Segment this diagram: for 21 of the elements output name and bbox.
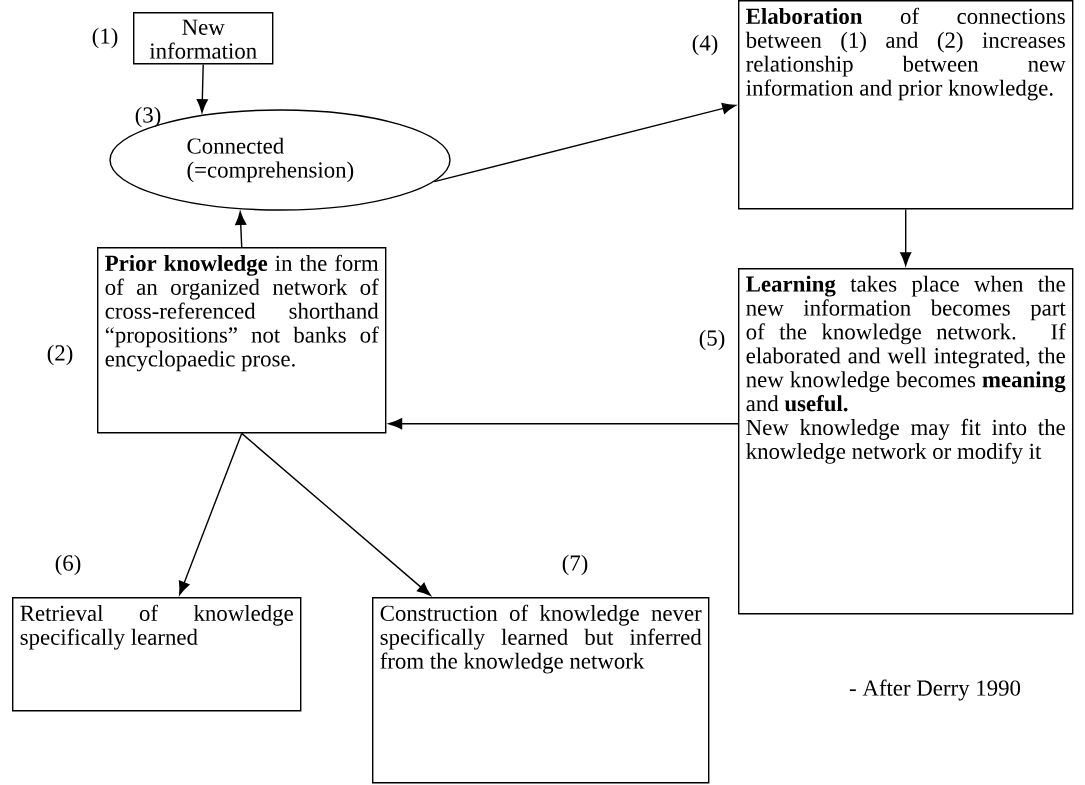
- arrow: [900, 208, 912, 266]
- callout-number: (1): [92, 27, 118, 49]
- callout-number: (7): [562, 554, 588, 576]
- text-box: Learning takes place when the new information becomes part of the knowledge network. If elaborated and well integrated, the new knowledge becomes meaning and useful. New knowledge may fit into the knowledge network or modify it: [738, 268, 1074, 615]
- callout-number: (3): [135, 106, 161, 128]
- arrow: [388, 418, 739, 430]
- callout-number: (6): [55, 554, 81, 576]
- text-box: New information: [133, 12, 274, 65]
- text-box: Elaboration of connections between (1) and (2) increases relationship between new information and prior knowledge.: [738, 0, 1074, 210]
- callout-number: (2): [47, 344, 73, 366]
- text-box: Prior knowledge in the form of an organized network of cross-referenced shorthand “propositions” not banks of encyclopaedic prose.: [97, 247, 387, 434]
- text-box: Retrieval of knowledge specifically learned: [12, 597, 302, 712]
- callout-number: (4): [692, 34, 718, 56]
- source-note: - After Derry 1990: [849, 679, 1021, 701]
- arrow: [196, 63, 208, 113]
- text-box: Construction of knowledge never specifically learned but inferred from the knowledge network: [372, 597, 710, 784]
- arrow: [178, 432, 243, 596]
- arrow: [433, 102, 736, 183]
- callout-number: (5): [699, 329, 725, 351]
- arrow: [235, 211, 247, 248]
- arrow: [241, 432, 431, 596]
